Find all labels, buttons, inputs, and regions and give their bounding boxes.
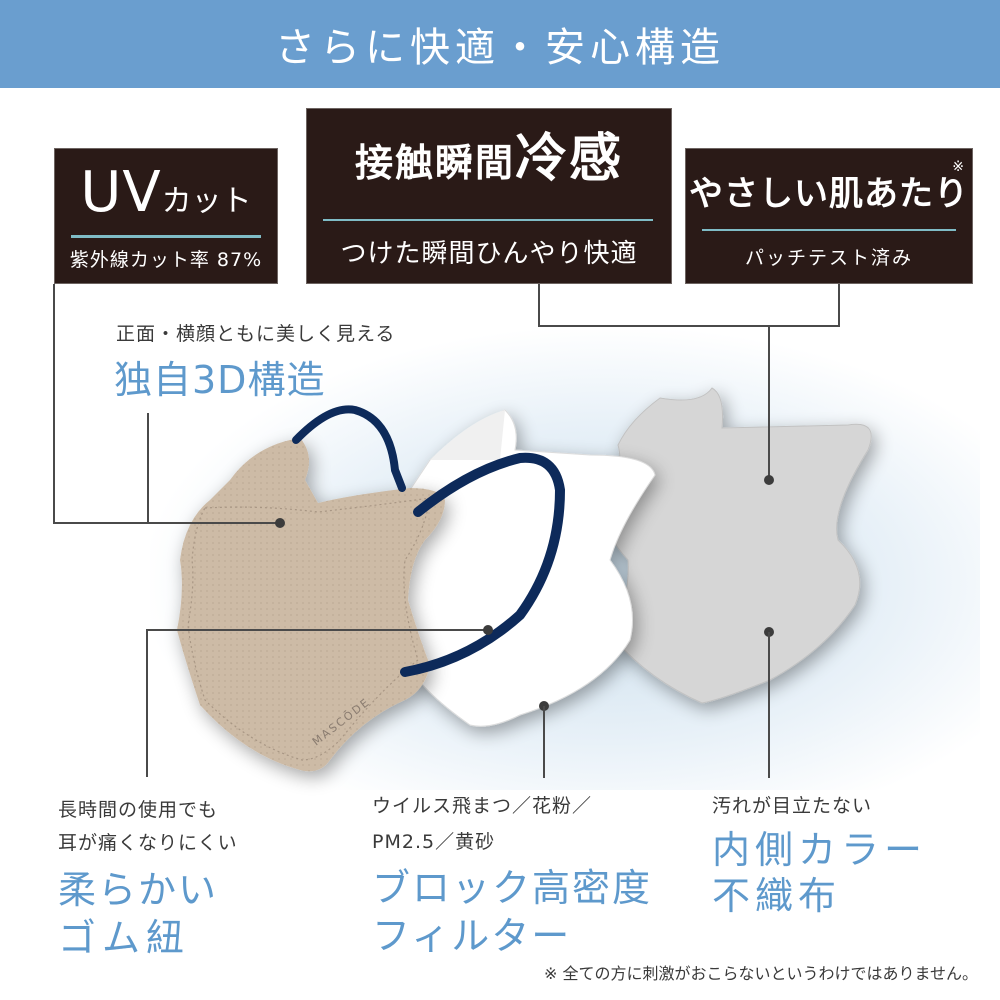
inner-layer — [603, 387, 872, 704]
inner-caption: 汚れが目立たない — [712, 795, 873, 817]
back-strap — [292, 405, 406, 492]
filter-caption-line-1: ウイルス飛まつ／花粉／ — [372, 795, 593, 817]
contact-instant-label: 接触瞬間 — [354, 141, 515, 185]
patch-tested-label: パッチテスト済み — [744, 247, 913, 269]
divider — [702, 229, 956, 231]
uv-label: UV — [80, 160, 162, 225]
inner-headline-line-1: 内側カラー — [712, 828, 928, 872]
connector-line — [146, 629, 488, 631]
outer-mask: MASCŌDE — [177, 438, 445, 772]
structure-headline: 独自3D構造 — [114, 358, 326, 402]
cool-touch-subtitle: つけた瞬間ひんやり快適 — [340, 239, 638, 269]
structure-caption: 正面・横顔ともに美しく見える — [116, 323, 396, 345]
connector-line — [543, 706, 545, 778]
feature-box-cool-touch: 接触瞬間冷感 つけた瞬間ひんやり快適 — [306, 108, 672, 284]
earloop-caption-line-1: 長時間の使用でも — [58, 799, 219, 821]
earloop-caption-line-2: 耳が痛くなりにくい — [58, 832, 238, 854]
divider — [323, 219, 653, 221]
uv-cut-rate: 紫外線カット率 87% — [69, 249, 263, 271]
feature-box-gentle-skin: ※ やさしい肌あたり パッチテスト済み — [685, 148, 973, 284]
uv-cut-title: UVカット — [55, 163, 277, 232]
connector-line — [768, 632, 770, 778]
pointer-dot — [275, 518, 285, 528]
inner-headline-line-2: 不織布 — [712, 874, 842, 918]
pointer-dot — [764, 475, 774, 485]
divider — [71, 235, 261, 238]
cut-label: カット — [161, 184, 252, 219]
gentle-skin-title: やさしい肌あたり — [689, 174, 969, 214]
connector-line — [838, 284, 840, 326]
footnote-mark: ※ — [952, 159, 964, 175]
connector-line — [146, 629, 148, 777]
filter-headline-line-2: フィルター — [372, 914, 572, 958]
connector-line — [768, 326, 770, 478]
earloop-headline-line-2: ゴム紐 — [58, 916, 191, 960]
earloop-headline-line-1: 柔らかい — [58, 868, 219, 912]
disclaimer-footnote: ※ 全ての方に刺激がおこらないというわけではありません。 — [543, 964, 978, 983]
cool-feel-label: 冷感 — [515, 129, 624, 189]
connector-line — [538, 284, 540, 326]
filter-layer — [398, 409, 656, 727]
connector-line — [538, 325, 840, 327]
header-band: さらに快適・安心構造 — [0, 0, 1000, 88]
page-title: さらに快適・安心構造 — [275, 25, 725, 71]
feature-box-uv-cut: UVカット 紫外線カット率 87% — [54, 148, 278, 284]
front-strap — [400, 452, 566, 677]
connector-line — [53, 284, 55, 524]
connector-line — [53, 522, 281, 524]
filter-headline-line-1: ブロック高密度 — [372, 866, 653, 910]
connector-line — [147, 413, 149, 524]
filter-caption-line-2: PM2.5／黄砂 — [372, 831, 496, 853]
cool-touch-title: 接触瞬間冷感 — [307, 131, 671, 191]
pointer-dot — [483, 625, 493, 635]
